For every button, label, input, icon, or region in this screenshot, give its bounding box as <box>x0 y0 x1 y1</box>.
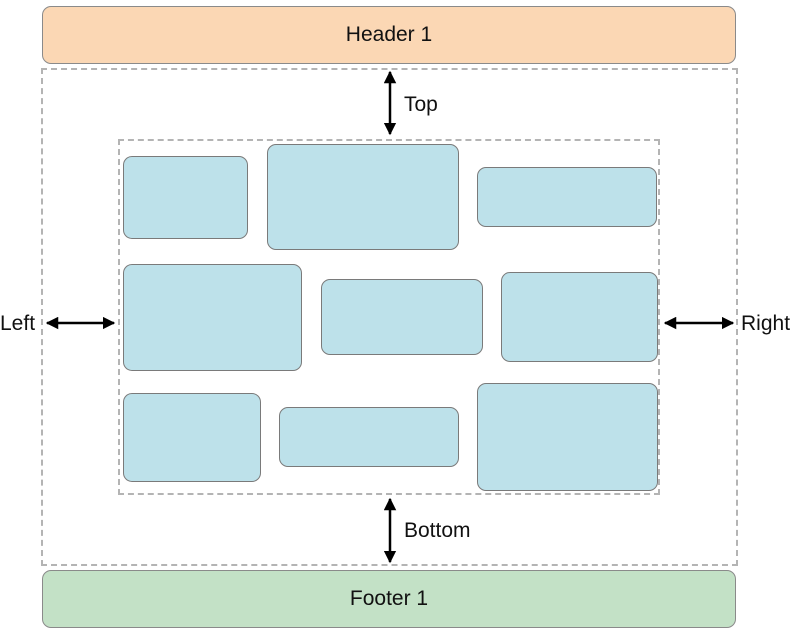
content-cell <box>123 393 261 482</box>
content-cell <box>267 144 459 250</box>
content-cell <box>123 264 302 371</box>
footer-bar: Footer 1 <box>42 570 736 628</box>
content-cell <box>123 156 248 239</box>
content-cell <box>477 383 658 491</box>
content-cell <box>501 272 658 362</box>
bottom-margin-label: Bottom <box>404 519 471 542</box>
content-frame <box>118 139 660 495</box>
content-cell <box>321 279 483 355</box>
content-cell <box>279 407 459 467</box>
header-bar: Header 1 <box>42 6 736 64</box>
top-margin-label: Top <box>404 93 438 116</box>
left-margin-label: Left <box>0 312 36 335</box>
content-cell <box>477 167 657 227</box>
outer-margin-frame <box>41 68 738 566</box>
right-margin-label: Right <box>741 312 791 335</box>
